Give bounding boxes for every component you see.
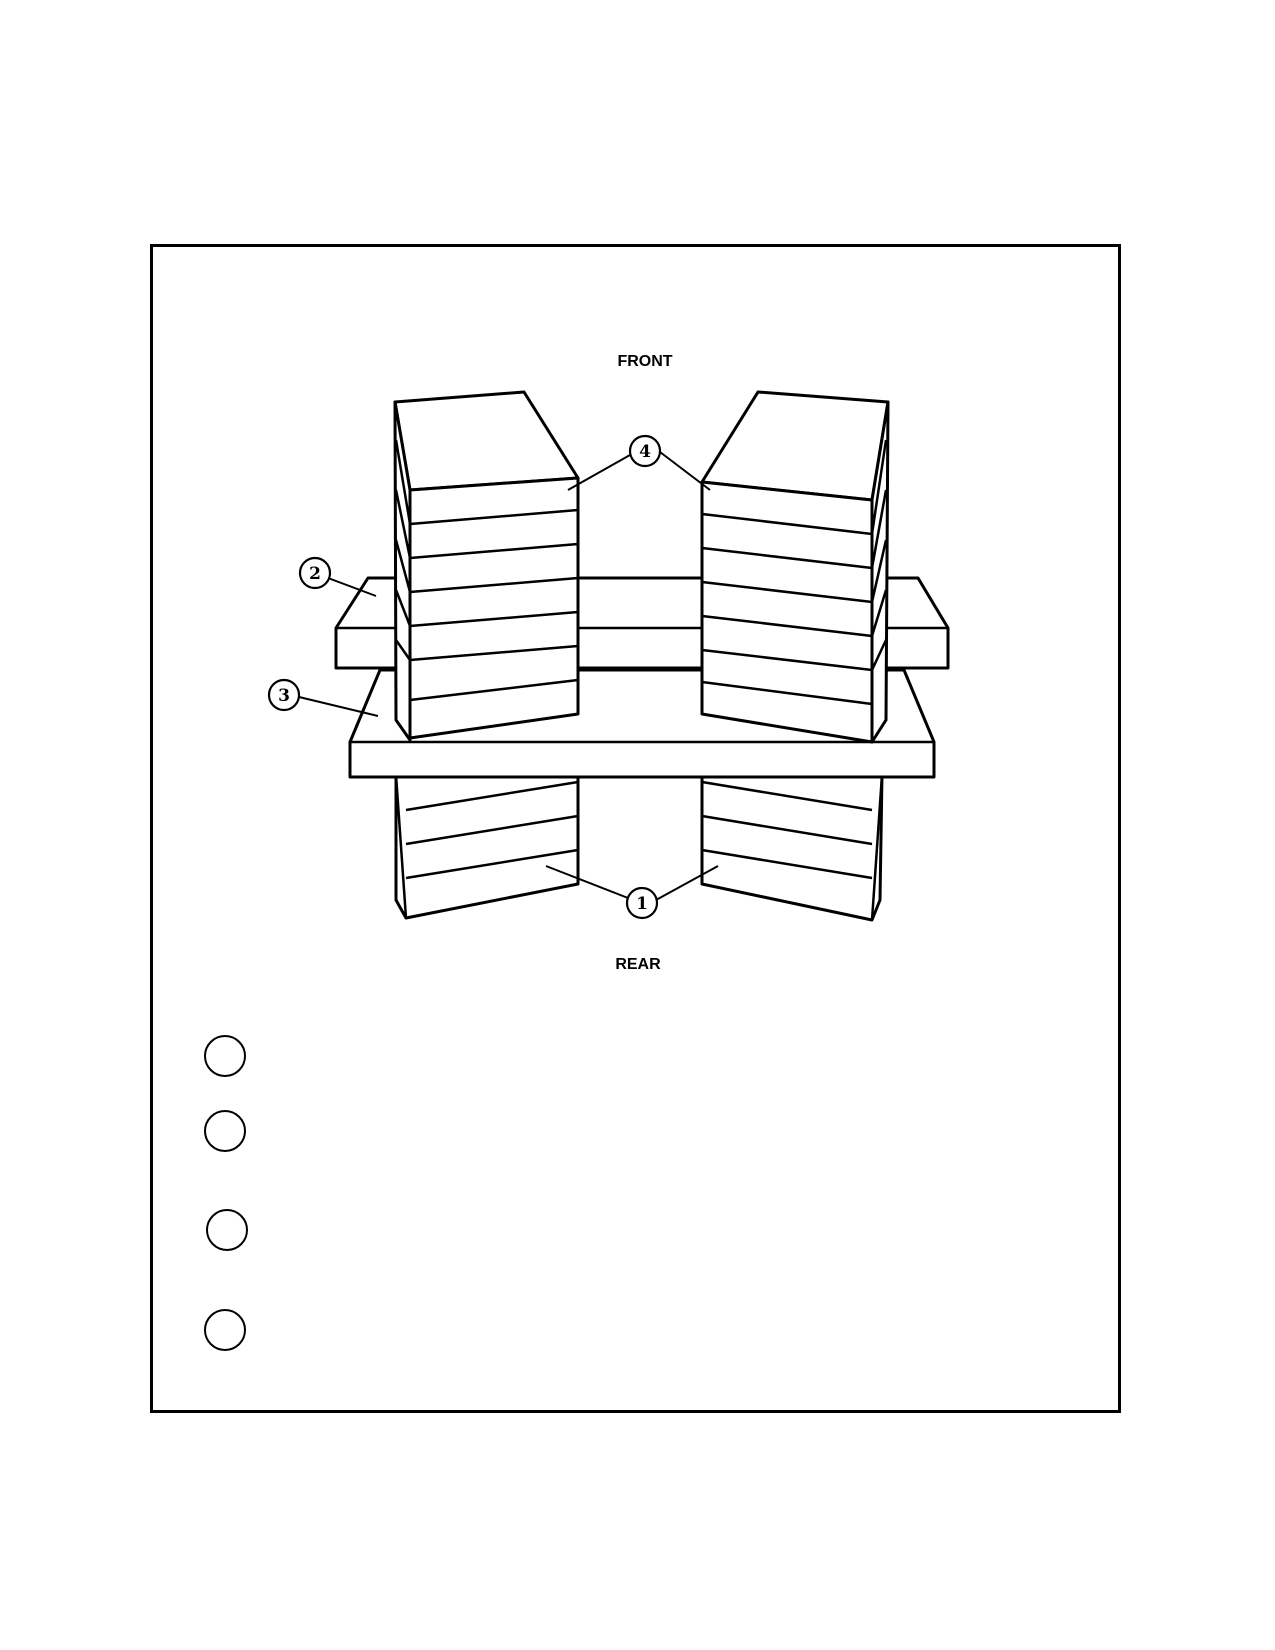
callout-2: 2 — [309, 564, 321, 584]
callout-4-circle — [628, 434, 662, 468]
leader-2 — [327, 577, 377, 597]
callout-3-circle — [267, 678, 301, 712]
left-lower-leg — [394, 773, 580, 920]
right-lower-leg — [700, 773, 884, 922]
leader-1b — [655, 865, 719, 901]
legend-circle-4 — [204, 1309, 246, 1351]
front-label: FRONT — [617, 353, 672, 370]
rear-label: REAR — [615, 956, 661, 973]
callout-4: 4 — [639, 442, 651, 462]
diagram-frame — [150, 244, 1121, 1413]
callout-2-circle — [298, 556, 332, 590]
leader-4b — [659, 451, 711, 491]
callout-1: 1 — [636, 894, 648, 914]
callout-1-circle — [625, 886, 659, 920]
right-upper-stack — [700, 390, 890, 744]
callout-3: 3 — [278, 686, 290, 706]
leader-4a — [567, 454, 631, 491]
legend-circle-1 — [204, 1035, 246, 1077]
legend — [204, 1035, 248, 1351]
left-upper-stack — [393, 390, 580, 742]
legend-circle-2 — [204, 1110, 246, 1152]
leader-1a — [545, 865, 629, 899]
leader-3 — [298, 696, 379, 717]
legend-circle-3 — [206, 1209, 248, 1251]
